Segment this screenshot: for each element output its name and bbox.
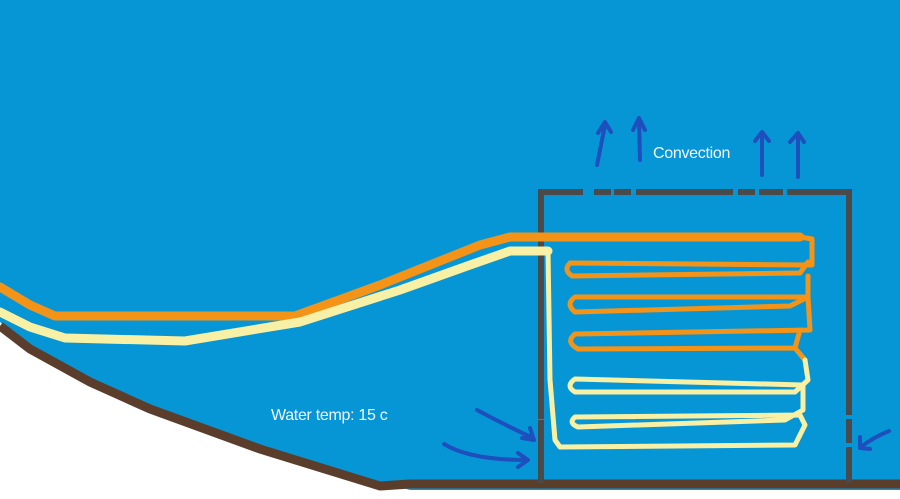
lake-bed-line <box>0 322 900 491</box>
inflow-arrow-icon <box>442 442 530 469</box>
up-arrow-icon <box>595 120 613 167</box>
enclosure-box <box>538 189 852 483</box>
inflow-arrow-icon <box>475 408 536 442</box>
up-arrow-icon <box>788 131 806 179</box>
convection-label: Convection <box>653 145 731 162</box>
up-arrow-icon <box>631 116 647 162</box>
up-arrow-icon <box>753 130 771 177</box>
water-temp-label: Water temp: 15 c <box>271 407 388 424</box>
convection-up-arrows <box>595 116 806 179</box>
lake-bed-ground <box>0 322 900 499</box>
inflow-arrows <box>442 408 891 469</box>
cold-pipe <box>0 246 811 450</box>
inflow-arrow-icon <box>858 429 891 451</box>
hot-pipe <box>0 232 815 363</box>
